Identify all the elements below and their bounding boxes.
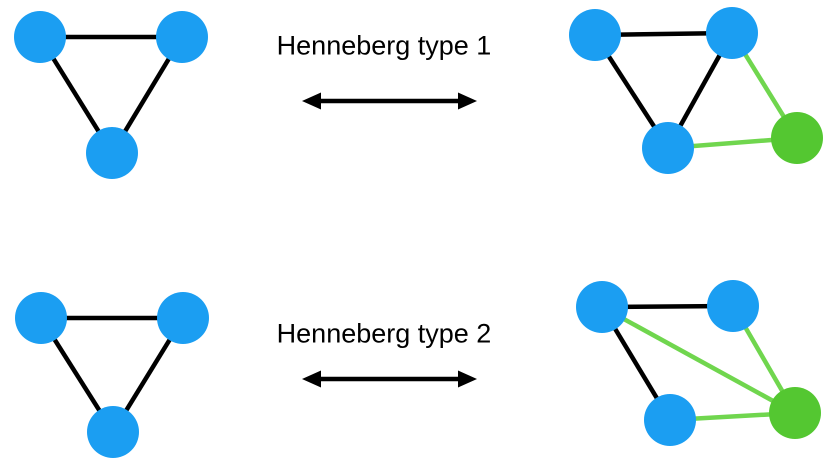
graph-node-blue — [642, 122, 694, 174]
graph-node-blue — [157, 292, 209, 344]
graph-node-blue — [569, 9, 621, 61]
graph-node-blue — [576, 281, 628, 333]
graph-node-blue — [15, 292, 67, 344]
henneberg-type-1-label: Henneberg type 1 — [276, 30, 492, 61]
graph-edge-green — [600, 305, 797, 415]
graph-node-blue — [86, 127, 138, 179]
double-arrow-right-head — [458, 92, 477, 110]
double-arrow-left-head — [302, 370, 321, 388]
graph-node-blue — [706, 7, 758, 59]
graph-node-blue — [156, 11, 208, 63]
graph-node-blue — [707, 280, 759, 332]
graph-node-blue — [14, 11, 66, 63]
graph-node-green — [771, 112, 823, 164]
henneberg-type-2-label: Henneberg type 2 — [276, 318, 492, 349]
graph-node-blue — [644, 394, 696, 446]
double-arrow-right-head — [458, 370, 477, 388]
graph-node-green — [769, 387, 821, 439]
graph-node-blue — [87, 406, 139, 458]
double-arrow-left-head — [302, 92, 321, 110]
